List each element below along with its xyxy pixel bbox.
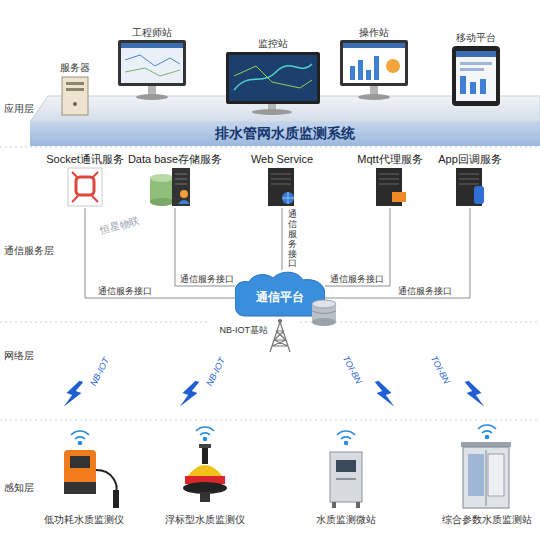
- device-caption: 浮标型水质监测仪: [165, 514, 245, 526]
- integrated-station: [461, 442, 511, 508]
- device-caption: 监控站: [258, 38, 288, 50]
- wireless-bolts: [62, 378, 487, 411]
- edge-label: 通信服务接口: [179, 274, 235, 285]
- mqtt-server-icon: [376, 168, 406, 206]
- layer-separators: [0, 147, 540, 420]
- layer-name: 网络层: [4, 350, 34, 362]
- network-tag: NB-IOT: [204, 356, 228, 388]
- interface-connector: [85, 208, 235, 298]
- edge-label: 通信服务接口: [97, 286, 153, 297]
- edge-label: 通信服务接口: [288, 210, 297, 269]
- low-power-monitor: [64, 450, 119, 508]
- server-pc: [62, 77, 88, 115]
- edge-label: 通信服务接口: [329, 274, 385, 285]
- device-caption: 移动平台: [456, 32, 496, 44]
- interface-connector: [325, 208, 470, 298]
- buoy-monitor: [183, 444, 227, 502]
- service-name: App回调服务: [437, 152, 503, 166]
- operator-monitor: [340, 40, 408, 100]
- micro-station: [330, 452, 362, 508]
- database-cylinder: [312, 300, 336, 326]
- socket-server-icon: [68, 168, 102, 206]
- nb-iot-tower: [270, 320, 290, 353]
- mobile-tablet: [452, 46, 500, 106]
- web-server-icon: [268, 168, 294, 206]
- network-tag: NB-IOT: [88, 356, 112, 388]
- network-tag: TOI-BN: [340, 354, 364, 386]
- service-server: Web Service: [247, 152, 318, 208]
- network-tag: TOI-BN: [428, 354, 452, 386]
- interface-connector: [175, 208, 235, 286]
- service-server: Data base存储服务: [124, 152, 227, 208]
- service-name: Mqtt代理服务: [356, 152, 424, 166]
- device-caption: 服务器: [60, 62, 90, 74]
- watermark: 恒星物联: [99, 215, 141, 237]
- device-caption: 水质监测微站: [316, 514, 376, 526]
- layer-name: 通信服务层: [4, 245, 54, 257]
- device-caption: 综合参数水质监测站: [442, 514, 532, 526]
- service-server: Mqtt代理服务: [353, 152, 427, 208]
- platform-name: 通信平台: [256, 289, 304, 306]
- device-caption: 低功耗水质监测仪: [44, 514, 124, 526]
- monitoring-monitor: [226, 52, 320, 115]
- service-name: Socket通讯服务: [45, 152, 125, 166]
- layer-name: 应用层: [4, 103, 34, 115]
- cloud-outline: [235, 272, 325, 316]
- service-server: App回调服务: [434, 152, 506, 208]
- device-caption: 操作站: [359, 27, 389, 39]
- engineer-monitor: [118, 40, 186, 100]
- wifi-icons: [71, 425, 496, 445]
- app-server-icon: [456, 168, 484, 206]
- communication-cloud: 通信平台: [235, 270, 325, 318]
- service-server: Socket通讯服务: [42, 152, 128, 208]
- layer-name: 感知层: [4, 482, 34, 494]
- edge-label: 通信服务接口: [397, 286, 453, 297]
- device-caption: NB-IOT基站: [220, 325, 269, 336]
- system-title: 排水管网水质监测系统: [215, 125, 355, 143]
- system-banner: 排水管网水质监测系统: [30, 122, 540, 146]
- service-name: Data base存储服务: [127, 152, 224, 166]
- database-server-icon: [150, 168, 190, 206]
- interface-connector: [282, 208, 283, 270]
- service-name: Web Service: [250, 152, 315, 166]
- device-caption: 工程师站: [132, 27, 172, 39]
- interface-connector: [325, 208, 390, 286]
